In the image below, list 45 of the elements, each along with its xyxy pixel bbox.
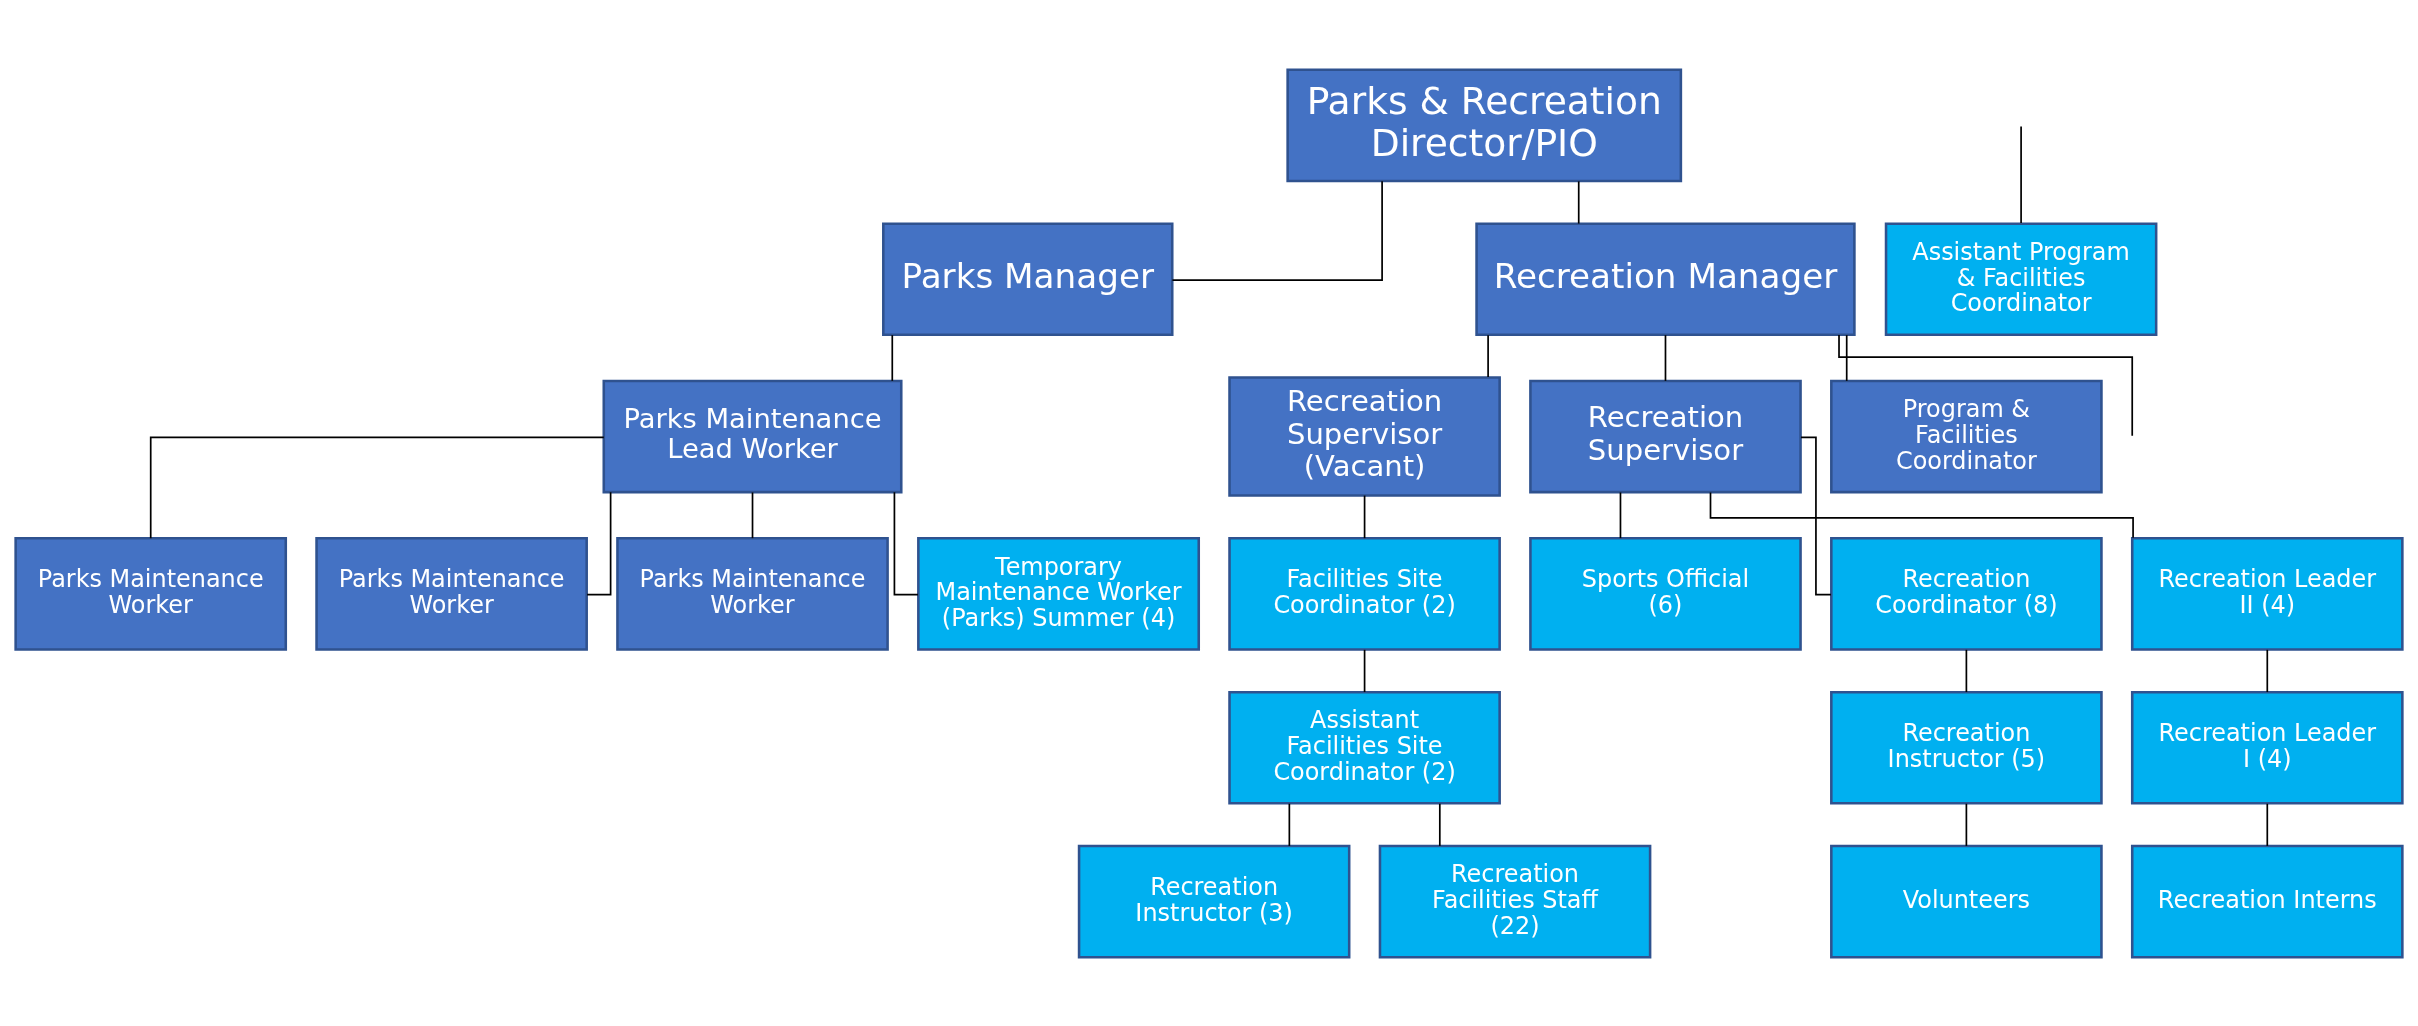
node-box: Temporary Maintenance Worker (Parks) Summer (4) [917,536,1200,651]
node-box: Assistant Facilities Site Coordinator (2) [1228,690,1501,805]
connector [149,436,605,539]
connector [2266,648,2269,693]
node-box: Assistant Program & Facilities Coordinator [1884,221,2158,336]
node-box: Parks Maintenance Worker [315,536,588,651]
node-box: Recreation Instructor (3) [1077,844,1351,958]
connector [1838,333,2134,437]
node-box: Facilities Site Coordinator (2) [1228,536,1501,651]
connector [891,333,894,382]
node-box: Recreation Supervisor (Vacant) [1228,375,1501,497]
node-box: Volunteers [1830,844,2103,958]
node-box: Parks Manager [882,221,1174,336]
node-box: Parks & Recreation Director/PIO [1286,68,1683,182]
node-box: Parks Maintenance Worker [616,536,889,651]
connector [1845,333,1848,382]
node-box: Recreation Leader I (4) [2130,690,2404,805]
node-box: Recreation Supervisor [1529,379,1802,493]
connector [586,490,612,596]
node-box: Recreation Interns [2130,844,2404,958]
connector [1619,491,1622,539]
connector [1664,333,1667,382]
node-box: Recreation Manager [1475,221,1856,336]
connector [1171,179,1383,281]
connector [1438,802,1441,847]
connector [751,491,754,539]
node-box: Parks Maintenance Lead Worker [602,379,903,493]
connector [1577,180,1580,224]
connector [1363,494,1366,539]
node-box: Parks Maintenance Worker [14,536,288,651]
node-box: Recreation Coordinator (8) [1830,536,2103,651]
connector [2266,802,2269,847]
connector [2020,125,2022,224]
connector [1800,436,1832,596]
connector [893,490,919,596]
connector [1965,802,1968,847]
node-box: Recreation Leader II (4) [2130,536,2404,651]
connector [1487,333,1489,378]
connector [1965,648,1968,693]
node-box: Program & Facilities Coordinator [1830,379,2103,493]
connector [1288,802,1291,847]
node-box: Recreation Facilities Staff (22) [1378,844,1652,958]
connector [1363,648,1366,693]
node-box: Sports Official (6) [1529,536,1802,651]
node-box: Recreation Instructor (5) [1830,690,2103,805]
